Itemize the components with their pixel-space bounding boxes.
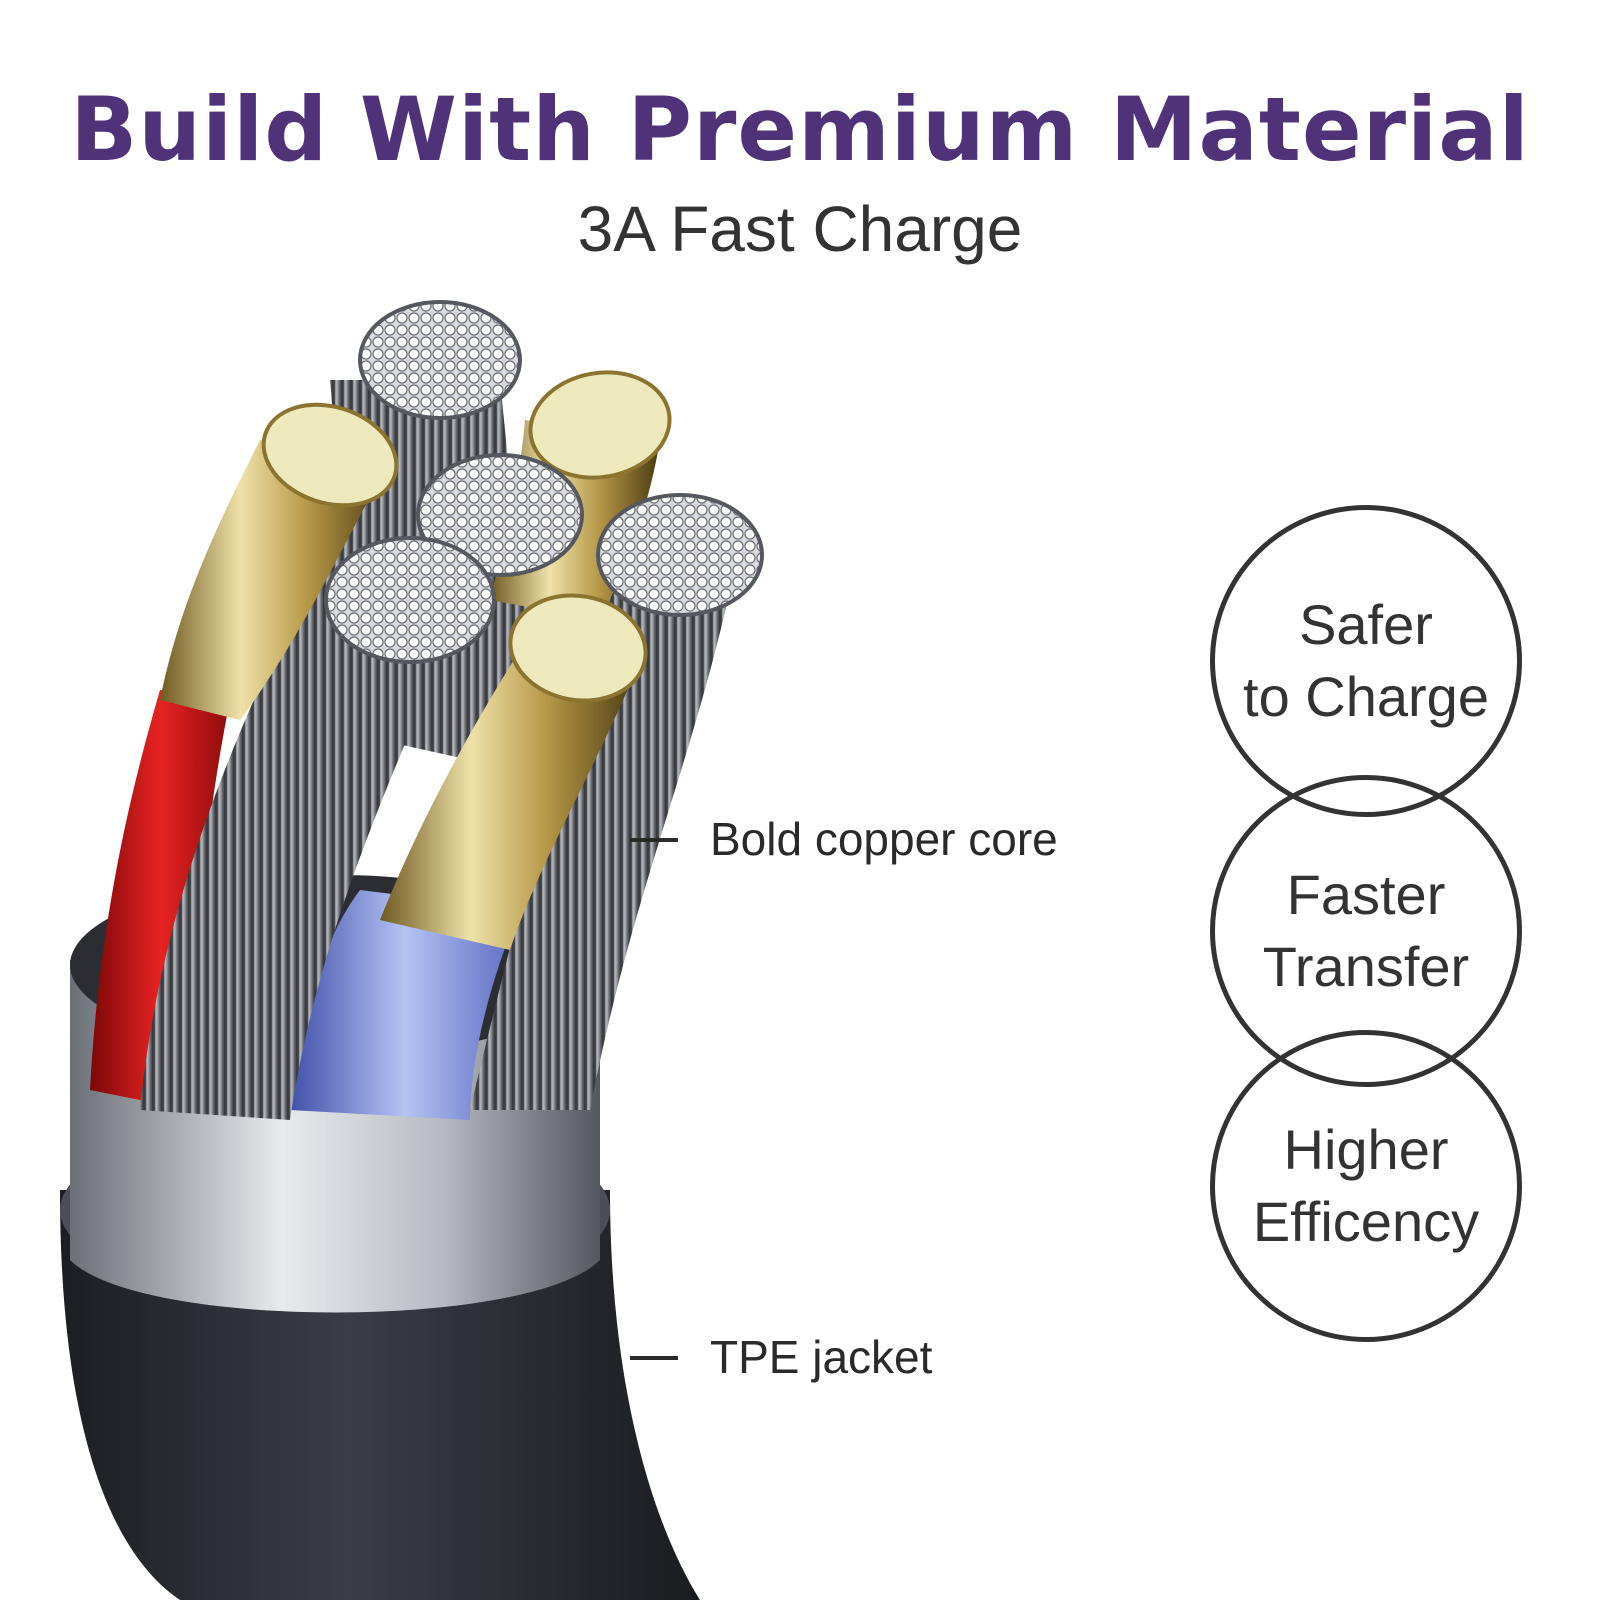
strand-end-right (596, 493, 764, 617)
callout-label: TPE jacket (710, 1331, 933, 1383)
strand-end-top (358, 300, 522, 420)
badge-faster-transfer: Faster Transfer (1210, 775, 1522, 1087)
callout-leader-line (630, 1356, 678, 1360)
badge-line-1: Safer (1299, 593, 1433, 656)
copper-bundle-right (470, 560, 730, 1110)
badge-line-1: Faster (1286, 863, 1446, 926)
red-wire (90, 690, 230, 1110)
callout-label: Bold copper core (710, 813, 1058, 865)
gold-conductor-front (380, 650, 640, 950)
badge-higher-efficency: Higher Efficency (1210, 1030, 1522, 1342)
strand-end-center (416, 453, 584, 577)
copper-bundle-left (140, 560, 470, 1120)
gold-conductor-left (160, 440, 390, 720)
page-subtitle: 3A Fast Charge (577, 193, 1023, 265)
badge-safer-to-charge: Safer to Charge (1210, 505, 1522, 817)
blue-wire (290, 890, 520, 1120)
strand-end-left (324, 536, 496, 664)
badge-line-2: to Charge (1243, 665, 1489, 728)
badge-line-2: Transfer (1262, 935, 1470, 998)
callout-leader-line (630, 838, 678, 842)
page-title: Build With Premium Material (70, 78, 1530, 181)
badge-line-1: Higher (1283, 1118, 1449, 1181)
callout-copper-core: Bold copper core (630, 812, 1058, 866)
badge-line-2: Efficency (1252, 1190, 1480, 1253)
callout-tpe-jacket: TPE jacket (630, 1330, 933, 1384)
